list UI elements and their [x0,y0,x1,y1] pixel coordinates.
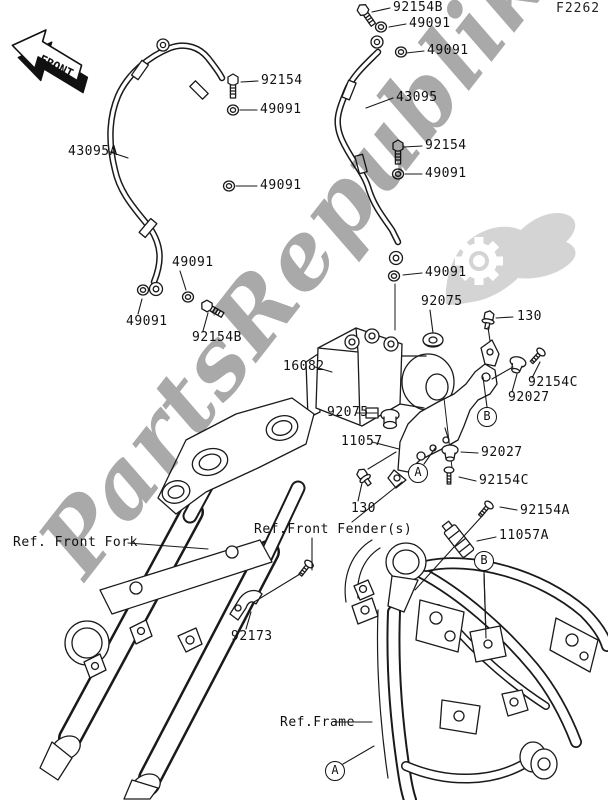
callout-A-circle: A [325,761,345,781]
part-label-92154: 92154 [425,138,467,153]
part-label-92027: 92027 [481,445,523,460]
damper-icon [509,356,527,374]
screw-icon [529,347,546,365]
part-label-92154B: 92154B [192,330,242,345]
grommet-icon [380,408,400,430]
hardware-icons [136,4,546,621]
bolt-icon [227,73,239,99]
part-label-49091: 49091 [260,178,302,193]
callout-A-circle: A [408,463,428,483]
part-label-11057: 11057 [341,434,383,449]
part-label-92075: 92075 [327,405,369,420]
part-label-49091: 49091 [260,102,302,117]
screw-icon [443,466,455,485]
flange-bolt-icon [356,468,372,487]
washer-icon [374,21,388,33]
washer-icon [136,284,150,296]
part-label-92154: 92154 [261,73,303,88]
ref-label: Ref.Front Fender(s) [254,522,413,537]
brake-hose-43095a-drawing [107,38,226,297]
brake-hose-43095-drawing [334,35,404,331]
grommet-icon [422,332,444,348]
washer-icon [181,291,195,303]
part-label-49091: 49091 [427,43,469,58]
part-label-49091: 49091 [126,314,168,329]
bolt-icon [392,139,404,165]
diagram-code: F2262 [556,1,601,16]
ref-label: Ref. Front Fork [13,535,138,550]
callout-B-circle: B [477,407,497,427]
part-label-49091: 49091 [425,166,467,181]
washer-icon [222,180,236,192]
bolt-icon [201,299,225,318]
part-label-92027: 92027 [508,390,550,405]
washer-icon [226,104,240,116]
ref-label: Ref.Frame [280,715,355,730]
washer-icon [394,46,408,58]
part-label-92075: 92075 [421,294,463,309]
part-label-11057A: 11057A [499,528,549,543]
bolt-icon [356,4,377,27]
frame-drawing [344,539,608,800]
damper-icon [441,444,459,462]
part-label-92154B: 92154B [393,0,443,15]
part-label-49091: 49091 [425,265,467,280]
part-label-130: 130 [351,501,376,516]
washer-icon [387,270,401,282]
hose-clamp-icon [229,589,263,621]
part-label-92154C: 92154C [479,473,529,488]
part-label-92154A: 92154A [520,503,570,518]
screw-icon [477,500,494,518]
front-arrow: FRONT [11,29,89,94]
front-fork-drawing [39,397,315,800]
part-label-43095A: 43095A [68,144,118,159]
abs-unit-drawing [305,327,455,427]
flange-bolt-icon [481,310,495,330]
part-label-92173: 92173 [231,629,273,644]
part-label-43095: 43095 [396,90,438,105]
callout-B-circle: B [474,551,494,571]
screw-icon [298,559,314,577]
part-label-16082: 16082 [283,359,325,374]
part-label-49091: 49091 [409,16,451,31]
leader-lines [109,7,541,765]
part-label-49091: 49091 [172,255,214,270]
part-label-92154C: 92154C [528,375,578,390]
part-label-130: 130 [517,309,542,324]
washer-icon [391,168,405,180]
